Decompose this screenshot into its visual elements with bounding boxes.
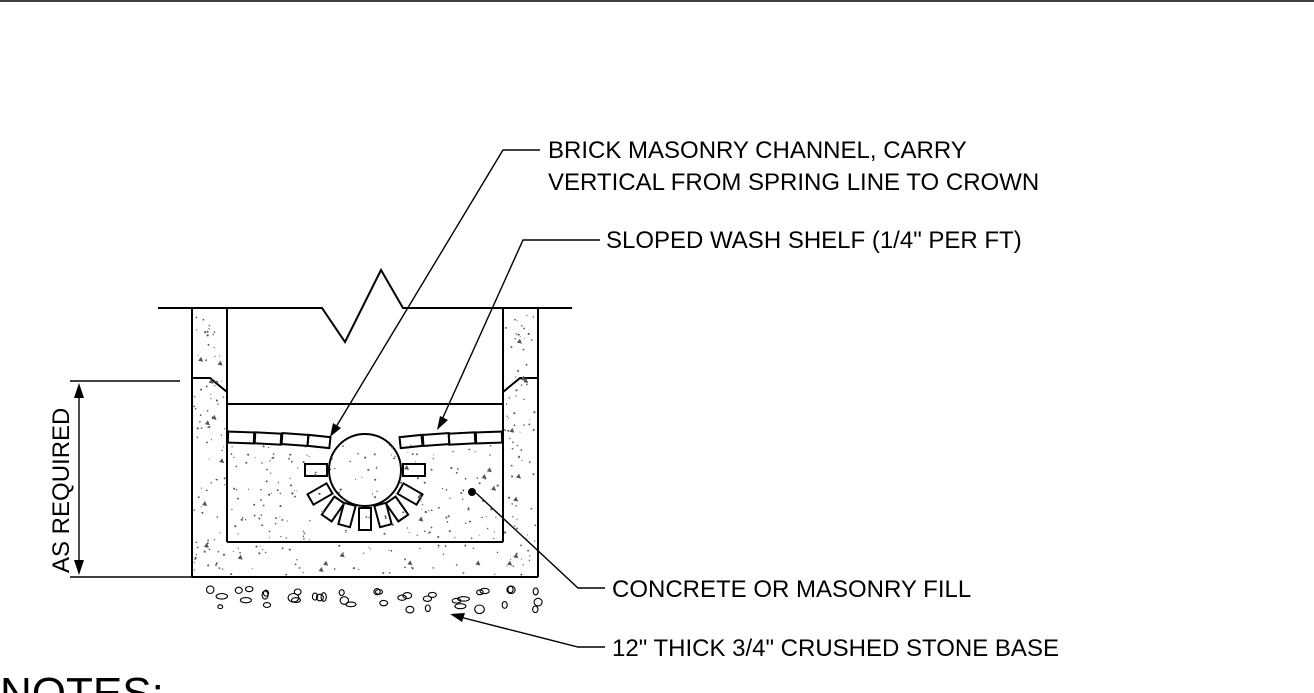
break-line bbox=[158, 267, 572, 344]
leader-brick-channel bbox=[330, 149, 540, 437]
label-brick-channel-line1: BRICK MASONRY CHANNEL, CARRY bbox=[548, 137, 967, 164]
leader-base bbox=[450, 613, 605, 648]
label-brick-channel-line2: VERTICAL FROM SPRING LINE TO CROWN bbox=[548, 169, 1039, 196]
wash-shelf-left bbox=[226, 430, 332, 450]
crushed-stone-base bbox=[205, 585, 543, 615]
leader-wash-shelf bbox=[437, 239, 600, 430]
notes-heading: NOTES: bbox=[0, 669, 164, 693]
brick-channel bbox=[304, 463, 426, 531]
dimension-as-required bbox=[70, 380, 192, 578]
inner-wall-right bbox=[502, 308, 538, 542]
inner-wall-left bbox=[192, 308, 228, 542]
leader-fill bbox=[468, 488, 605, 589]
dimension-label: AS REQUIRED bbox=[48, 408, 75, 573]
label-fill: CONCRETE OR MASONRY FILL bbox=[612, 576, 971, 603]
label-wash-shelf: SLOPED WASH SHELF (1/4" PER FT) bbox=[606, 227, 1022, 254]
concrete-texture bbox=[193, 314, 537, 576]
pipe-circle bbox=[328, 433, 402, 507]
wash-shelf-right bbox=[398, 430, 504, 450]
label-base: 12" THICK 3/4" CRUSHED STONE BASE bbox=[612, 635, 1059, 662]
